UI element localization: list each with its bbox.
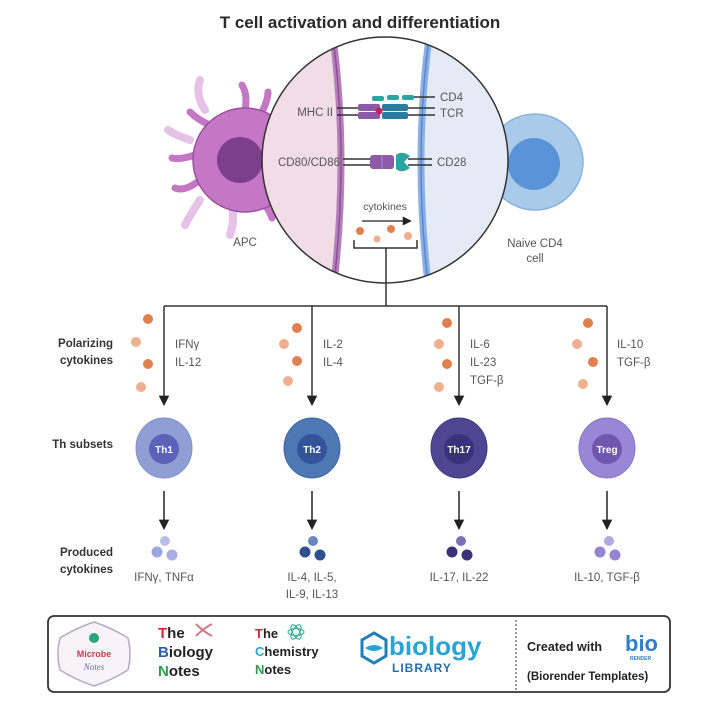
polarizing-cytokine: IL-6	[470, 339, 490, 351]
subset-column: IFNγ IL-12 Th1 IFNγ, TNFα	[131, 306, 201, 584]
polarizing-cytokine: TGF-β	[617, 357, 651, 369]
th2-cell: Th2	[283, 417, 341, 479]
polarizing-cytokine: IL-23	[470, 357, 496, 369]
atom-icon	[287, 624, 305, 640]
chemistry-notes-logo: The Chemistry Notes	[255, 624, 319, 677]
produced-row-label-1: Produced	[60, 547, 113, 559]
th1-cell: Th1	[135, 417, 193, 479]
synapse-zoom: MHC II CD4 TCR CD80/CD86 CD28 cytokines	[261, 36, 509, 284]
cytokine-dot	[373, 235, 381, 243]
biology-library-sub: LIBRARY	[392, 661, 452, 675]
microbe-logo-bottom: Notes	[83, 662, 105, 672]
mhc-label: MHC II	[297, 107, 333, 119]
subset-name: Th2	[303, 445, 321, 456]
produced-row-label-2: cytokines	[60, 564, 113, 576]
tcr-label: TCR	[440, 108, 464, 120]
polarizing-dots	[434, 318, 452, 392]
mhc-tcr-complex	[337, 95, 435, 119]
produced-dots	[151, 536, 178, 561]
branch-connectors	[164, 248, 607, 307]
cd80-cd86-label: CD80/CD86	[278, 157, 340, 169]
th17-cell: Th17	[430, 417, 488, 479]
biorender-credit: Created with bio RENDER (Biorender Templ…	[527, 631, 658, 683]
chem-notes-line1: The	[255, 626, 278, 641]
biology-notes-logo: The Biology Notes	[158, 623, 214, 680]
cytokine-dot	[404, 232, 412, 240]
produced-cytokines: IL-9, IL-13	[286, 589, 338, 601]
cytokines-label: cytokines	[363, 201, 407, 213]
polarizing-cytokine: IL-12	[175, 357, 201, 369]
produced-cytokines: IL-4, IL-5,	[287, 572, 336, 584]
polarizing-cytokine: IL-10	[617, 339, 643, 351]
cd28-label: CD28	[437, 157, 466, 169]
polarizing-cytokine: IL-2	[323, 339, 343, 351]
subset-name: Treg	[596, 445, 617, 456]
costim-complex	[343, 152, 432, 172]
subset-name: Th17	[447, 445, 471, 456]
produced-cytokines: IFNγ, TNFα	[134, 572, 194, 584]
naive-label-line2: cell	[526, 253, 543, 265]
dna-icon	[195, 623, 213, 637]
diagram-title: T cell activation and differentiation	[220, 13, 501, 32]
templates-label: (Biorender Templates)	[527, 671, 648, 683]
polarizing-dots	[572, 318, 598, 389]
chem-notes-line3: Notes	[255, 662, 291, 677]
produced-dots	[299, 536, 326, 561]
chem-notes-line2: Chemistry	[255, 644, 319, 659]
polarizing-cytokine: IL-4	[323, 357, 343, 369]
produced-dots	[594, 536, 621, 561]
eye-icon	[365, 645, 383, 651]
subset-column: IL-6 IL-23 TGF-β Th17 IL-17, IL-22	[430, 306, 504, 584]
subset-column: IL-2 IL-4 Th2 IL-4, IL-5, IL-9, IL-13	[279, 306, 343, 601]
subset-column: IL-10 TGF-β Treg IL-10, TGF-β	[572, 306, 651, 584]
polarizing-row-label-2: cytokines	[60, 355, 113, 367]
cytokine-dot	[387, 225, 395, 233]
polarizing-dots	[131, 314, 153, 392]
biology-library-logo: biology LIBRARY	[360, 631, 482, 675]
microbe-logo-top: Microbe	[77, 649, 112, 659]
polarizing-row-label-1: Polarizing	[58, 338, 113, 350]
microbe-notes-logo: Microbe Notes	[57, 621, 131, 687]
footer-credits: Microbe Notes The Biology Notes The Chem…	[47, 615, 671, 693]
polarizing-cytokine: IFNγ	[175, 339, 200, 351]
polarizing-dots	[279, 323, 302, 386]
biorender-logo: bio	[625, 631, 658, 656]
naive-label-line1: Naive CD4	[507, 238, 563, 250]
polarizing-cytokine: TGF-β	[470, 375, 504, 387]
bio-notes-line2: Biology	[158, 644, 214, 661]
biology-library-main: biology	[389, 631, 482, 661]
created-with-label: Created with	[527, 640, 602, 654]
produced-dots	[446, 536, 473, 561]
bio-notes-line3: Notes	[158, 663, 200, 680]
produced-cytokines: IL-10, TGF-β	[574, 572, 640, 584]
biorender-logo-sub: RENDER	[630, 656, 652, 662]
cytokine-dot	[356, 227, 364, 235]
subset-name: Th1	[155, 445, 173, 456]
produced-cytokines: IL-17, IL-22	[430, 572, 489, 584]
apc-label: APC	[233, 237, 257, 249]
subsets-row-label: Th subsets	[52, 439, 113, 451]
bio-notes-line1: The	[158, 625, 185, 642]
cd4-domain	[372, 96, 384, 101]
treg-cell: Treg	[578, 417, 636, 479]
cd4-label: CD4	[440, 92, 464, 104]
